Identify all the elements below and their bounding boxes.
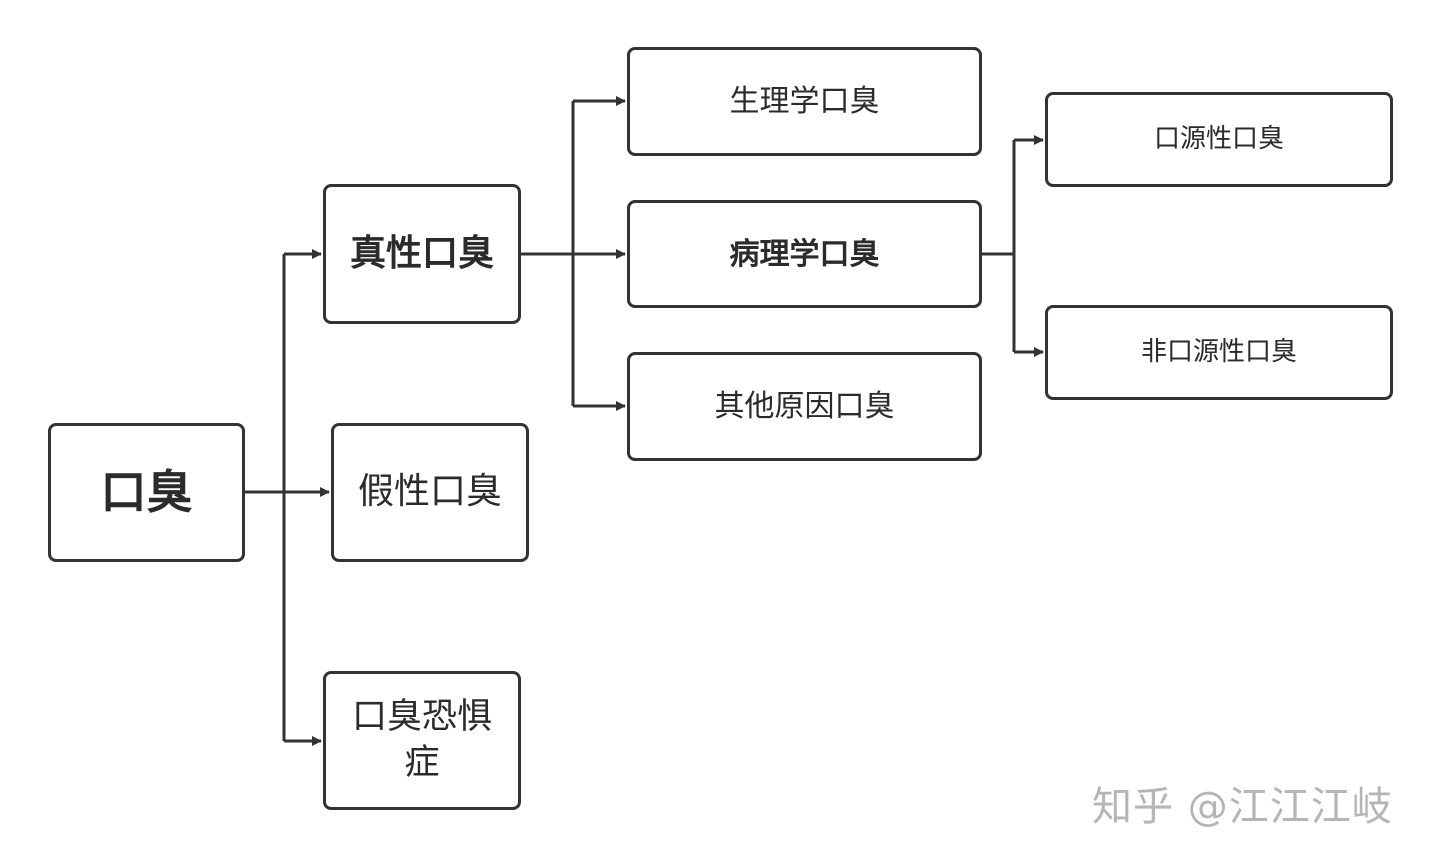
node-label: 口臭恐惧症 bbox=[351, 697, 492, 783]
node-other-causes-halitosis: 其他原因口臭 bbox=[627, 352, 982, 461]
node-label: 病理学口臭 bbox=[729, 236, 880, 272]
node-label: 其他原因口臭 bbox=[714, 389, 895, 424]
node-label: 真性口臭 bbox=[349, 232, 494, 274]
node-pseudo-halitosis: 假性口臭 bbox=[331, 423, 529, 562]
node-true-halitosis: 真性口臭 bbox=[323, 184, 521, 324]
node-label: 口臭 bbox=[100, 464, 193, 519]
node-halitophobia: 口臭恐惧症 bbox=[323, 671, 521, 810]
node-label: 假性口臭 bbox=[357, 471, 502, 513]
node-oral-source-halitosis: 口源性口臭 bbox=[1045, 92, 1393, 187]
node-label: 生理学口臭 bbox=[729, 84, 880, 119]
node-physiological-halitosis: 生理学口臭 bbox=[627, 47, 982, 156]
node-non-oral-source-halitosis: 非口源性口臭 bbox=[1045, 305, 1393, 400]
node-label: 非口源性口臭 bbox=[1140, 336, 1297, 367]
node-halitosis-root: 口臭 bbox=[48, 423, 245, 562]
watermark: 知乎 @江江江岐 bbox=[1092, 784, 1393, 830]
node-label: 口源性口臭 bbox=[1153, 123, 1284, 154]
node-pathological-halitosis: 病理学口臭 bbox=[627, 200, 982, 308]
